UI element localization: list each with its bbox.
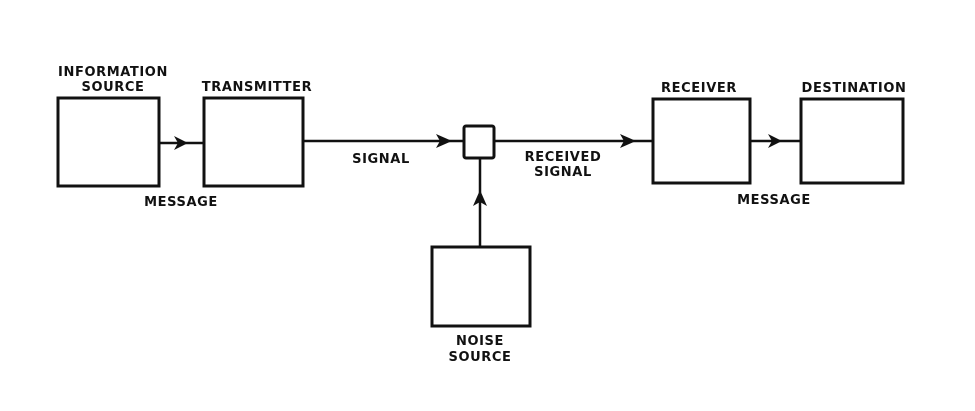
arrowhead-noise-icon: [473, 190, 487, 206]
noise-source-label-line1: NOISE: [456, 334, 504, 349]
arrowhead-received-signal-icon: [620, 134, 636, 148]
arrowhead-message-out-icon: [768, 134, 782, 148]
destination-label: DESTINATION: [802, 81, 907, 96]
transmitter-box: [202, 96, 305, 188]
junction-box: [462, 124, 496, 160]
information-source-label-line2: SOURCE: [81, 80, 144, 95]
receiver-label: RECEIVER: [661, 81, 737, 96]
transmitter-label: TRANSMITTER: [202, 80, 312, 95]
arrowhead-message-icon: [174, 136, 188, 150]
signal-label: SIGNAL: [352, 152, 410, 167]
received-signal-label-line1: RECEIVED: [525, 150, 602, 165]
received-signal-label-line2: SIGNAL: [534, 165, 592, 180]
information-source-box: [56, 96, 161, 188]
message-label-right: MESSAGE: [737, 193, 811, 208]
arrowhead-signal-icon: [436, 134, 452, 148]
message-label-left: MESSAGE: [144, 195, 218, 210]
noise-source-box: [430, 245, 532, 328]
noise-source-label-line2: SOURCE: [448, 350, 511, 365]
receiver-box: [651, 97, 752, 185]
information-source-label-line1: INFORMATION: [58, 65, 168, 80]
destination-box: [799, 97, 905, 185]
